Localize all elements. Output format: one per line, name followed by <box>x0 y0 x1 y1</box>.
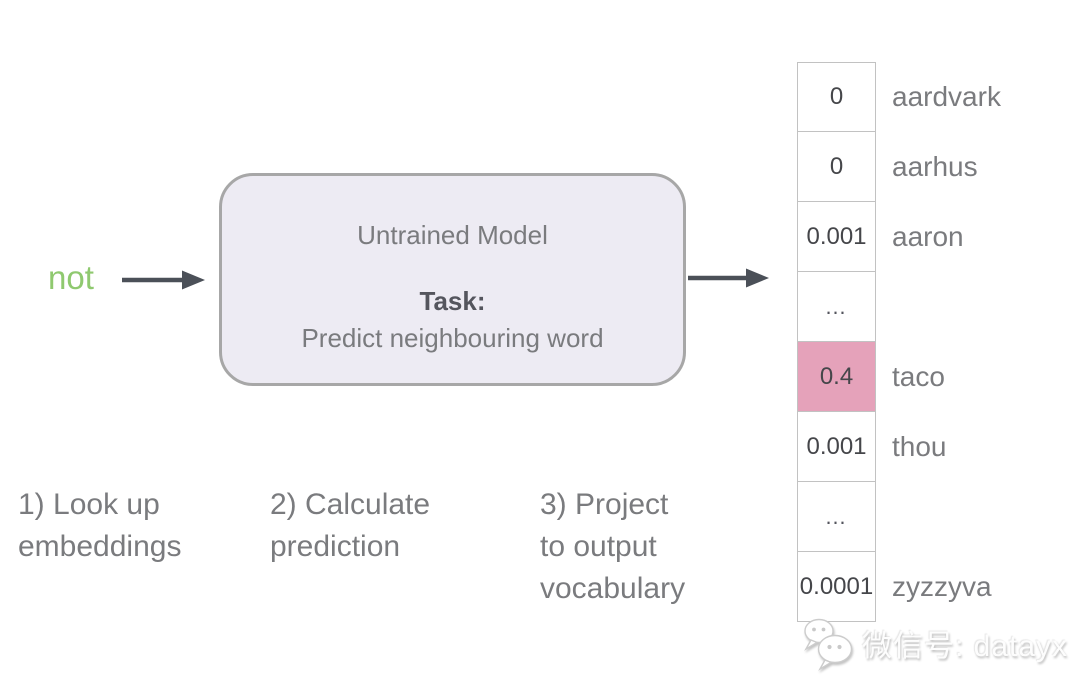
probability-cell: … <box>797 271 876 342</box>
probability-cell: 0.001 <box>797 201 876 272</box>
word-label: aarhus <box>892 151 978 182</box>
probability-cell: 0 <box>797 131 876 202</box>
word-label: zyzzyva <box>892 571 992 602</box>
vector-row: 0.4 taco <box>797 341 1001 412</box>
input-arrow-icon <box>122 270 205 290</box>
probability-cell: … <box>797 481 876 552</box>
step-2-label: 2) Calculate prediction <box>270 488 431 563</box>
step-3-label: 3) Project to output vocabulary <box>540 488 686 605</box>
word-label: thou <box>892 431 947 462</box>
word-label: aardvark <box>892 81 1001 112</box>
vector-row: 0 aardvark <box>797 61 1001 133</box>
task-label: Task: <box>419 286 486 316</box>
watermark-text: 微信号: datayx <box>862 630 1069 663</box>
vector-row: 0.001 thou <box>797 411 1001 482</box>
step-1-label: 1) Look up embeddings <box>18 488 182 563</box>
probability-cell: 0.0001 <box>797 551 876 622</box>
model-box: Untrained Model Task: Predict neighbouri… <box>219 173 686 386</box>
vector-row: … <box>797 481 1001 552</box>
vector-row: 0.001 aaron <box>797 201 1001 272</box>
word-label: aaron <box>892 221 964 252</box>
probability-cell: 0.4 <box>797 341 876 412</box>
vector-row: 0 aarhus <box>797 131 1001 202</box>
model-title: Untrained Model <box>357 220 548 250</box>
vector-row: 0.0001 zyzzyva <box>797 551 1001 622</box>
input-word: not <box>48 259 94 296</box>
word-label: taco <box>892 361 945 392</box>
wechat-icon <box>804 618 853 671</box>
output-vector-table: 0 aardvark 0 aarhus 0.001 aaron … 0.4 ta… <box>797 61 1001 622</box>
watermark: 微信号: datayx <box>798 614 1068 672</box>
vector-row: … <box>797 271 1001 342</box>
task-description: Predict neighbouring word <box>301 323 604 353</box>
probability-cell: 0 <box>797 61 876 133</box>
probability-cell: 0.001 <box>797 411 876 482</box>
output-arrow-icon <box>688 268 769 288</box>
